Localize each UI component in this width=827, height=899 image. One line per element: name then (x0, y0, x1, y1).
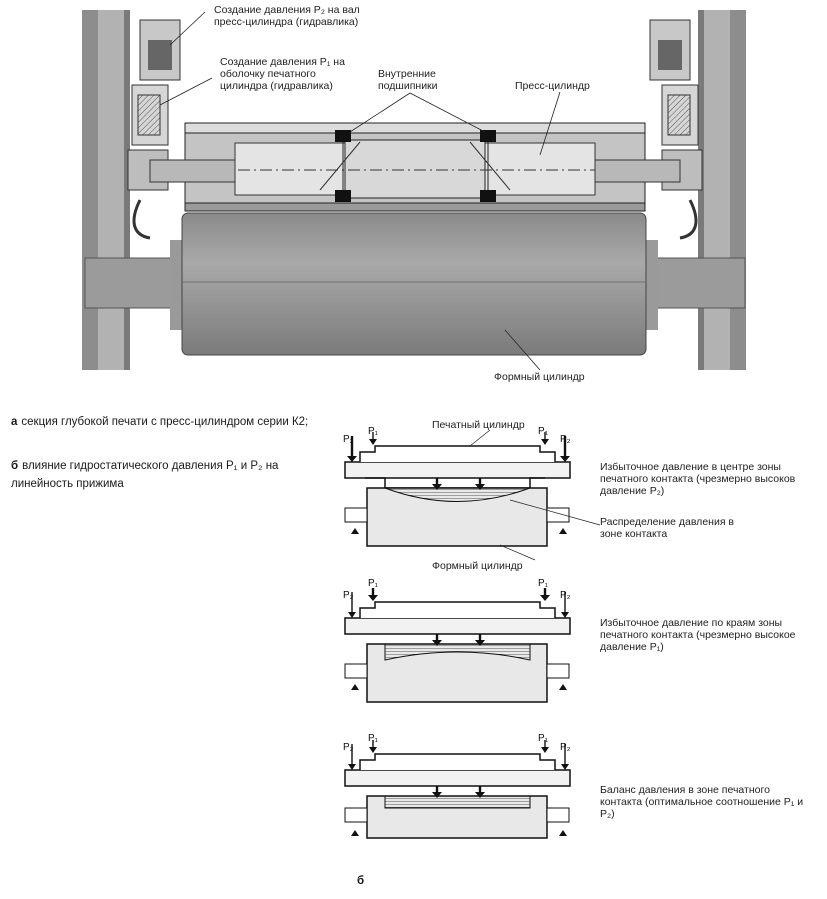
p1-arrow-right-c3 (541, 747, 549, 753)
p2-label-c1-left: P₂ (343, 434, 354, 445)
p1-arrow-left-c3 (369, 747, 377, 753)
label-inner-bearings: Внутренние подшипники (378, 68, 438, 92)
case-3-diagram (344, 753, 571, 839)
p2-arrow-left-c1 (347, 456, 357, 462)
caption-a-text: секция глубокой печати с пресс-цилиндром… (21, 416, 309, 428)
caption-a-letter: а (11, 416, 18, 428)
p2-label-c2-left: P₂ (343, 590, 354, 601)
form-cylinder (84, 212, 746, 356)
p2-arrow-left-c2 (348, 612, 356, 618)
hydraulic-unit-right (649, 19, 703, 191)
p2-label-c3-right: P₂ (560, 742, 571, 753)
label-p2-creation: Создание давления P₂ на вал пресс-цилинд… (214, 4, 360, 28)
case-1-diagram (344, 429, 601, 561)
frame-right (698, 10, 746, 370)
contact-arrow-c1-2 (475, 484, 485, 490)
contact-arrow-c3-1 (432, 792, 442, 798)
label-press-cylinder: Пресс-цилиндр (515, 80, 590, 92)
p1-arrow-left-c1 (369, 439, 377, 445)
p1-label-c1-left: P₁ (368, 426, 379, 437)
p2-arrow-left-c3 (348, 764, 356, 770)
label-form-cylinder-b: Формный цилиндр (432, 560, 523, 572)
label-printing-cylinder: Печатный цилиндр (432, 419, 525, 431)
p1-label-c3-left: P₁ (368, 733, 379, 744)
p2-label-c2-right: P₂ (560, 590, 571, 601)
contact-arrow-c1-1 (432, 484, 442, 490)
frame-left (82, 10, 130, 370)
caption-b-letter: б (11, 460, 19, 472)
caption-b-text: влияние гидростатического давления P₁ и … (11, 460, 279, 490)
p2-label-c1-right: P₂ (560, 434, 571, 445)
p2-arrow-right-c3 (561, 764, 569, 770)
p2-arrow-right-c2 (561, 612, 569, 618)
contact-arrow-c2-2 (475, 640, 485, 646)
p1-label-c3-right: P₁ (538, 733, 549, 744)
p1-arrow-right-c2 (540, 595, 550, 601)
case-3-description: Баланс давления в зоне печатного контакт… (600, 784, 804, 820)
p1-label-c1-right: P₁ (538, 426, 549, 437)
contact-arrow-c3-2 (475, 792, 485, 798)
p1-arrow-right-c1 (541, 439, 549, 445)
p1-label-c2-left: P₁ (368, 578, 379, 589)
leader-lines (159, 11, 561, 371)
press-cylinder-assembly (149, 122, 681, 212)
figure-b-letter: б (357, 875, 365, 887)
case-2-description: Избыточное давление по краям зоны печатн… (600, 617, 796, 653)
hydraulic-unit-left (127, 19, 181, 191)
label-p1-creation: Создание давления P₁ на оболочку печатно… (220, 56, 345, 92)
contact-arrow-c2-1 (432, 640, 442, 646)
p2-label-c3-left: P₂ (343, 742, 354, 753)
p1-arrow-left-c2 (368, 595, 378, 601)
label-form-cylinder: Формный цилиндр (494, 371, 585, 383)
pressure-arrows (347, 432, 570, 798)
case-2-diagram (344, 601, 571, 703)
case-1-description: Избыточное давление в центре зоны печатн… (600, 461, 796, 497)
p1-label-c2-right: P₁ (538, 578, 549, 589)
label-pressure-distribution: Распределение давления в зоне контакта (600, 516, 734, 540)
p2-arrow-right-c1 (560, 456, 570, 462)
